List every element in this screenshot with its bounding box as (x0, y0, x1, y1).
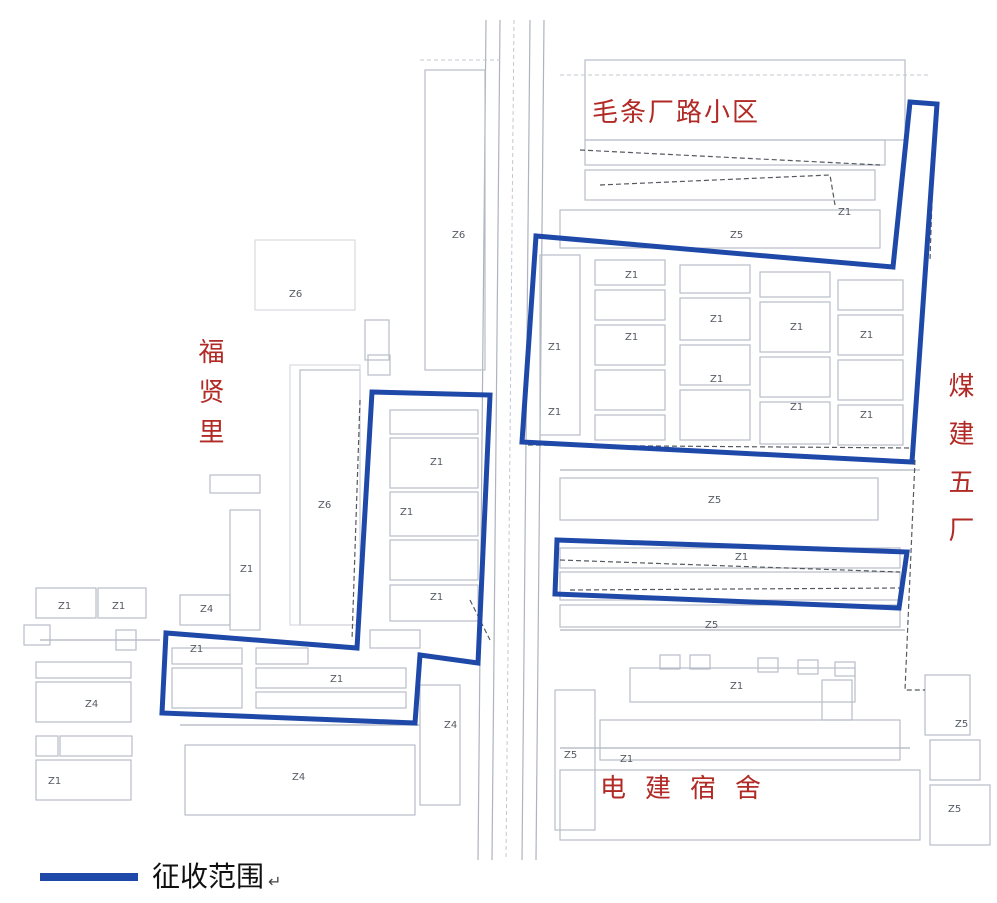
code-z1: Z1 (790, 322, 803, 333)
code-z1: Z1 (620, 754, 633, 765)
code-z1: Z1 (112, 601, 125, 612)
code-z1: Z1 (735, 552, 748, 563)
area-label-dianjian-dormitory: 电建宿舍 (600, 774, 781, 804)
code-z1: Z1 (430, 457, 443, 468)
code-z1: Z1 (710, 374, 723, 385)
code-z1: Z1 (625, 270, 638, 281)
code-z1: Z1 (190, 644, 203, 655)
code-z1: Z1 (860, 330, 873, 341)
code-z5: Z5 (705, 620, 718, 631)
boundary-middle-east (552, 537, 910, 611)
code-z1: Z1 (548, 407, 561, 418)
code-z6: Z6 (318, 500, 331, 511)
code-z1: Z1 (400, 507, 413, 518)
building-codes: Z1 Z1 Z1 Z1 Z1 Z1 Z1 Z1 Z1 Z4 Z4 Z4 Z4 Z… (48, 207, 968, 815)
code-z1: Z1 (240, 564, 253, 575)
code-z1: Z1 (548, 342, 561, 353)
code-z4: Z4 (85, 699, 98, 710)
code-z1: Z1 (730, 681, 743, 692)
code-z1: Z1 (625, 332, 638, 343)
code-z4: Z4 (292, 772, 305, 783)
code-z5: Z5 (564, 750, 577, 761)
map-legend: 征收范围 ↵ (40, 862, 281, 891)
code-z1: Z1 (58, 601, 71, 612)
code-z1: Z1 (430, 592, 443, 603)
code-z1: Z1 (838, 207, 851, 218)
area-label-meijian-fifth-factory: 煤建五厂 (944, 372, 974, 564)
area-label-fuxianli: 福贤里 (194, 338, 224, 458)
return-mark-icon: ↵ (268, 872, 282, 891)
buildings-west (23, 69, 486, 816)
code-z5: Z5 (730, 230, 743, 241)
code-z1: Z1 (790, 402, 803, 413)
code-z1: Z1 (710, 314, 723, 325)
expropriation-boundaries (159, 99, 940, 726)
code-z1: Z1 (860, 410, 873, 421)
code-z5: Z5 (948, 804, 961, 815)
code-z1: Z1 (330, 674, 343, 685)
boundary-west (159, 389, 493, 726)
code-z1: Z1 (48, 776, 61, 787)
code-z5: Z5 (955, 719, 968, 730)
legend-label: 征收范围 (152, 859, 265, 893)
buildings-east (539, 59, 991, 846)
code-z6: Z6 (452, 230, 465, 241)
legend-boundary-swatch (40, 872, 138, 881)
code-z4: Z4 (200, 604, 213, 615)
code-z5: Z5 (708, 495, 721, 506)
area-label-maotiao-road-community: 毛条厂路小区 (592, 98, 761, 128)
boundary-northeast (519, 99, 940, 465)
code-z4: Z4 (444, 720, 457, 731)
code-z6: Z6 (289, 289, 302, 300)
